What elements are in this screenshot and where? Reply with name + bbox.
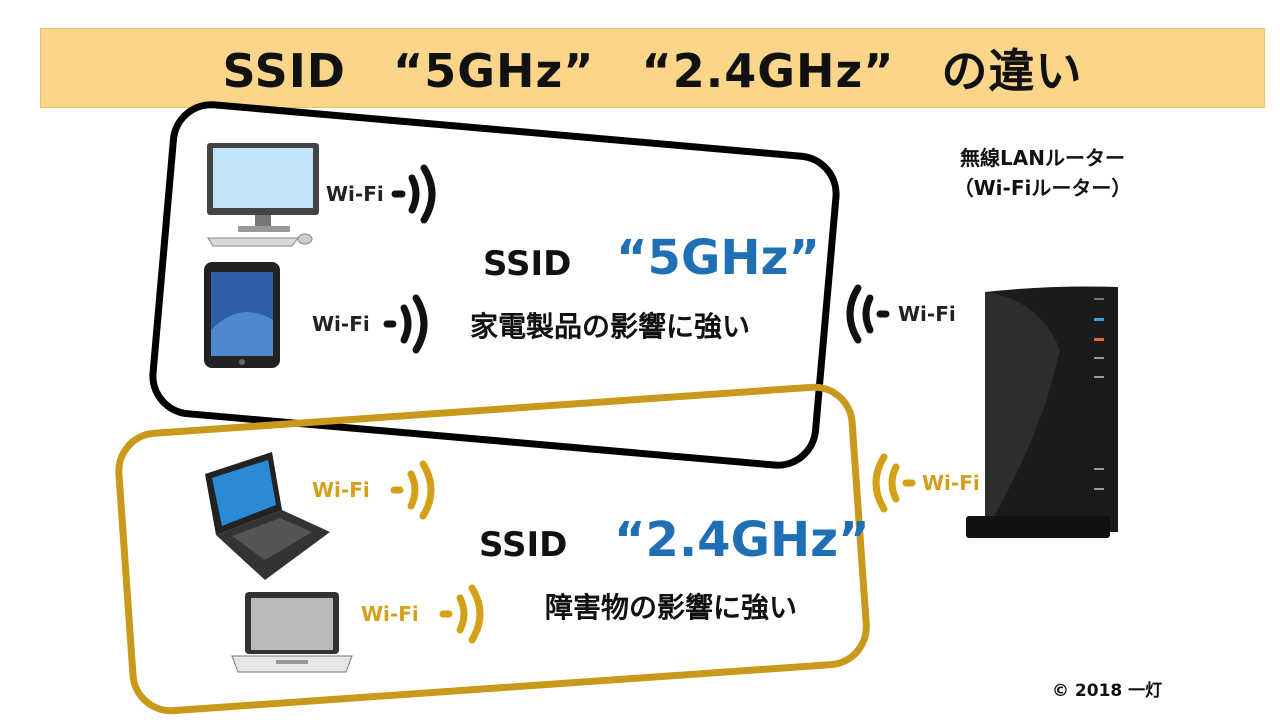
wifi-signal-notebook-icon bbox=[439, 584, 484, 644]
ssid-label-5ghz: SSID bbox=[483, 244, 572, 284]
notebook-computer-icon bbox=[231, 592, 353, 673]
router-label-line2: （Wi-Fiルーター） bbox=[953, 176, 1132, 200]
router-icon bbox=[966, 286, 1118, 538]
description-24ghz: 障害物の影響に強い bbox=[545, 591, 798, 624]
wifi-signal-router-5ghz-icon bbox=[846, 284, 890, 344]
frame-5ghz bbox=[149, 101, 840, 469]
wifi-signal-laptop-icon bbox=[390, 460, 435, 520]
tablet-icon bbox=[204, 262, 280, 368]
router-label: 無線LANルーター （Wi-Fiルーター） bbox=[940, 143, 1145, 203]
frequency-label-24ghz: “2.4GHz” bbox=[614, 512, 870, 568]
router-label-line1: 無線LANルーター bbox=[960, 146, 1125, 170]
wifi-label-tablet: Wi-Fi bbox=[312, 312, 370, 336]
wifi-label-laptop: Wi-Fi bbox=[312, 478, 370, 502]
frame-24ghz bbox=[115, 383, 870, 715]
title-banner: SSID “5GHz” “2.4GHz” の違い bbox=[40, 28, 1265, 108]
wifi-label-notebook: Wi-Fi bbox=[361, 602, 419, 626]
wifi-signal-router-24ghz-icon bbox=[872, 453, 916, 513]
copyright: © 2018 一灯 bbox=[1052, 681, 1163, 701]
laptop-icon bbox=[205, 452, 330, 580]
wifi-signal-tablet-icon bbox=[383, 294, 428, 354]
frequency-label-5ghz: “5GHz” bbox=[616, 230, 820, 286]
desktop-computer-icon bbox=[207, 143, 319, 247]
wifi-label-router-5ghz: Wi-Fi bbox=[898, 302, 956, 326]
ssid-label-24ghz: SSID bbox=[479, 525, 568, 565]
wifi-label-router-24ghz: Wi-Fi bbox=[922, 471, 980, 495]
wifi-signal-desktop-icon bbox=[391, 164, 436, 224]
description-5ghz: 家電製品の影響に強い bbox=[470, 310, 751, 343]
page-title: SSID “5GHz” “2.4GHz” の違い bbox=[222, 44, 1083, 98]
wifi-label-desktop: Wi-Fi bbox=[326, 182, 384, 206]
